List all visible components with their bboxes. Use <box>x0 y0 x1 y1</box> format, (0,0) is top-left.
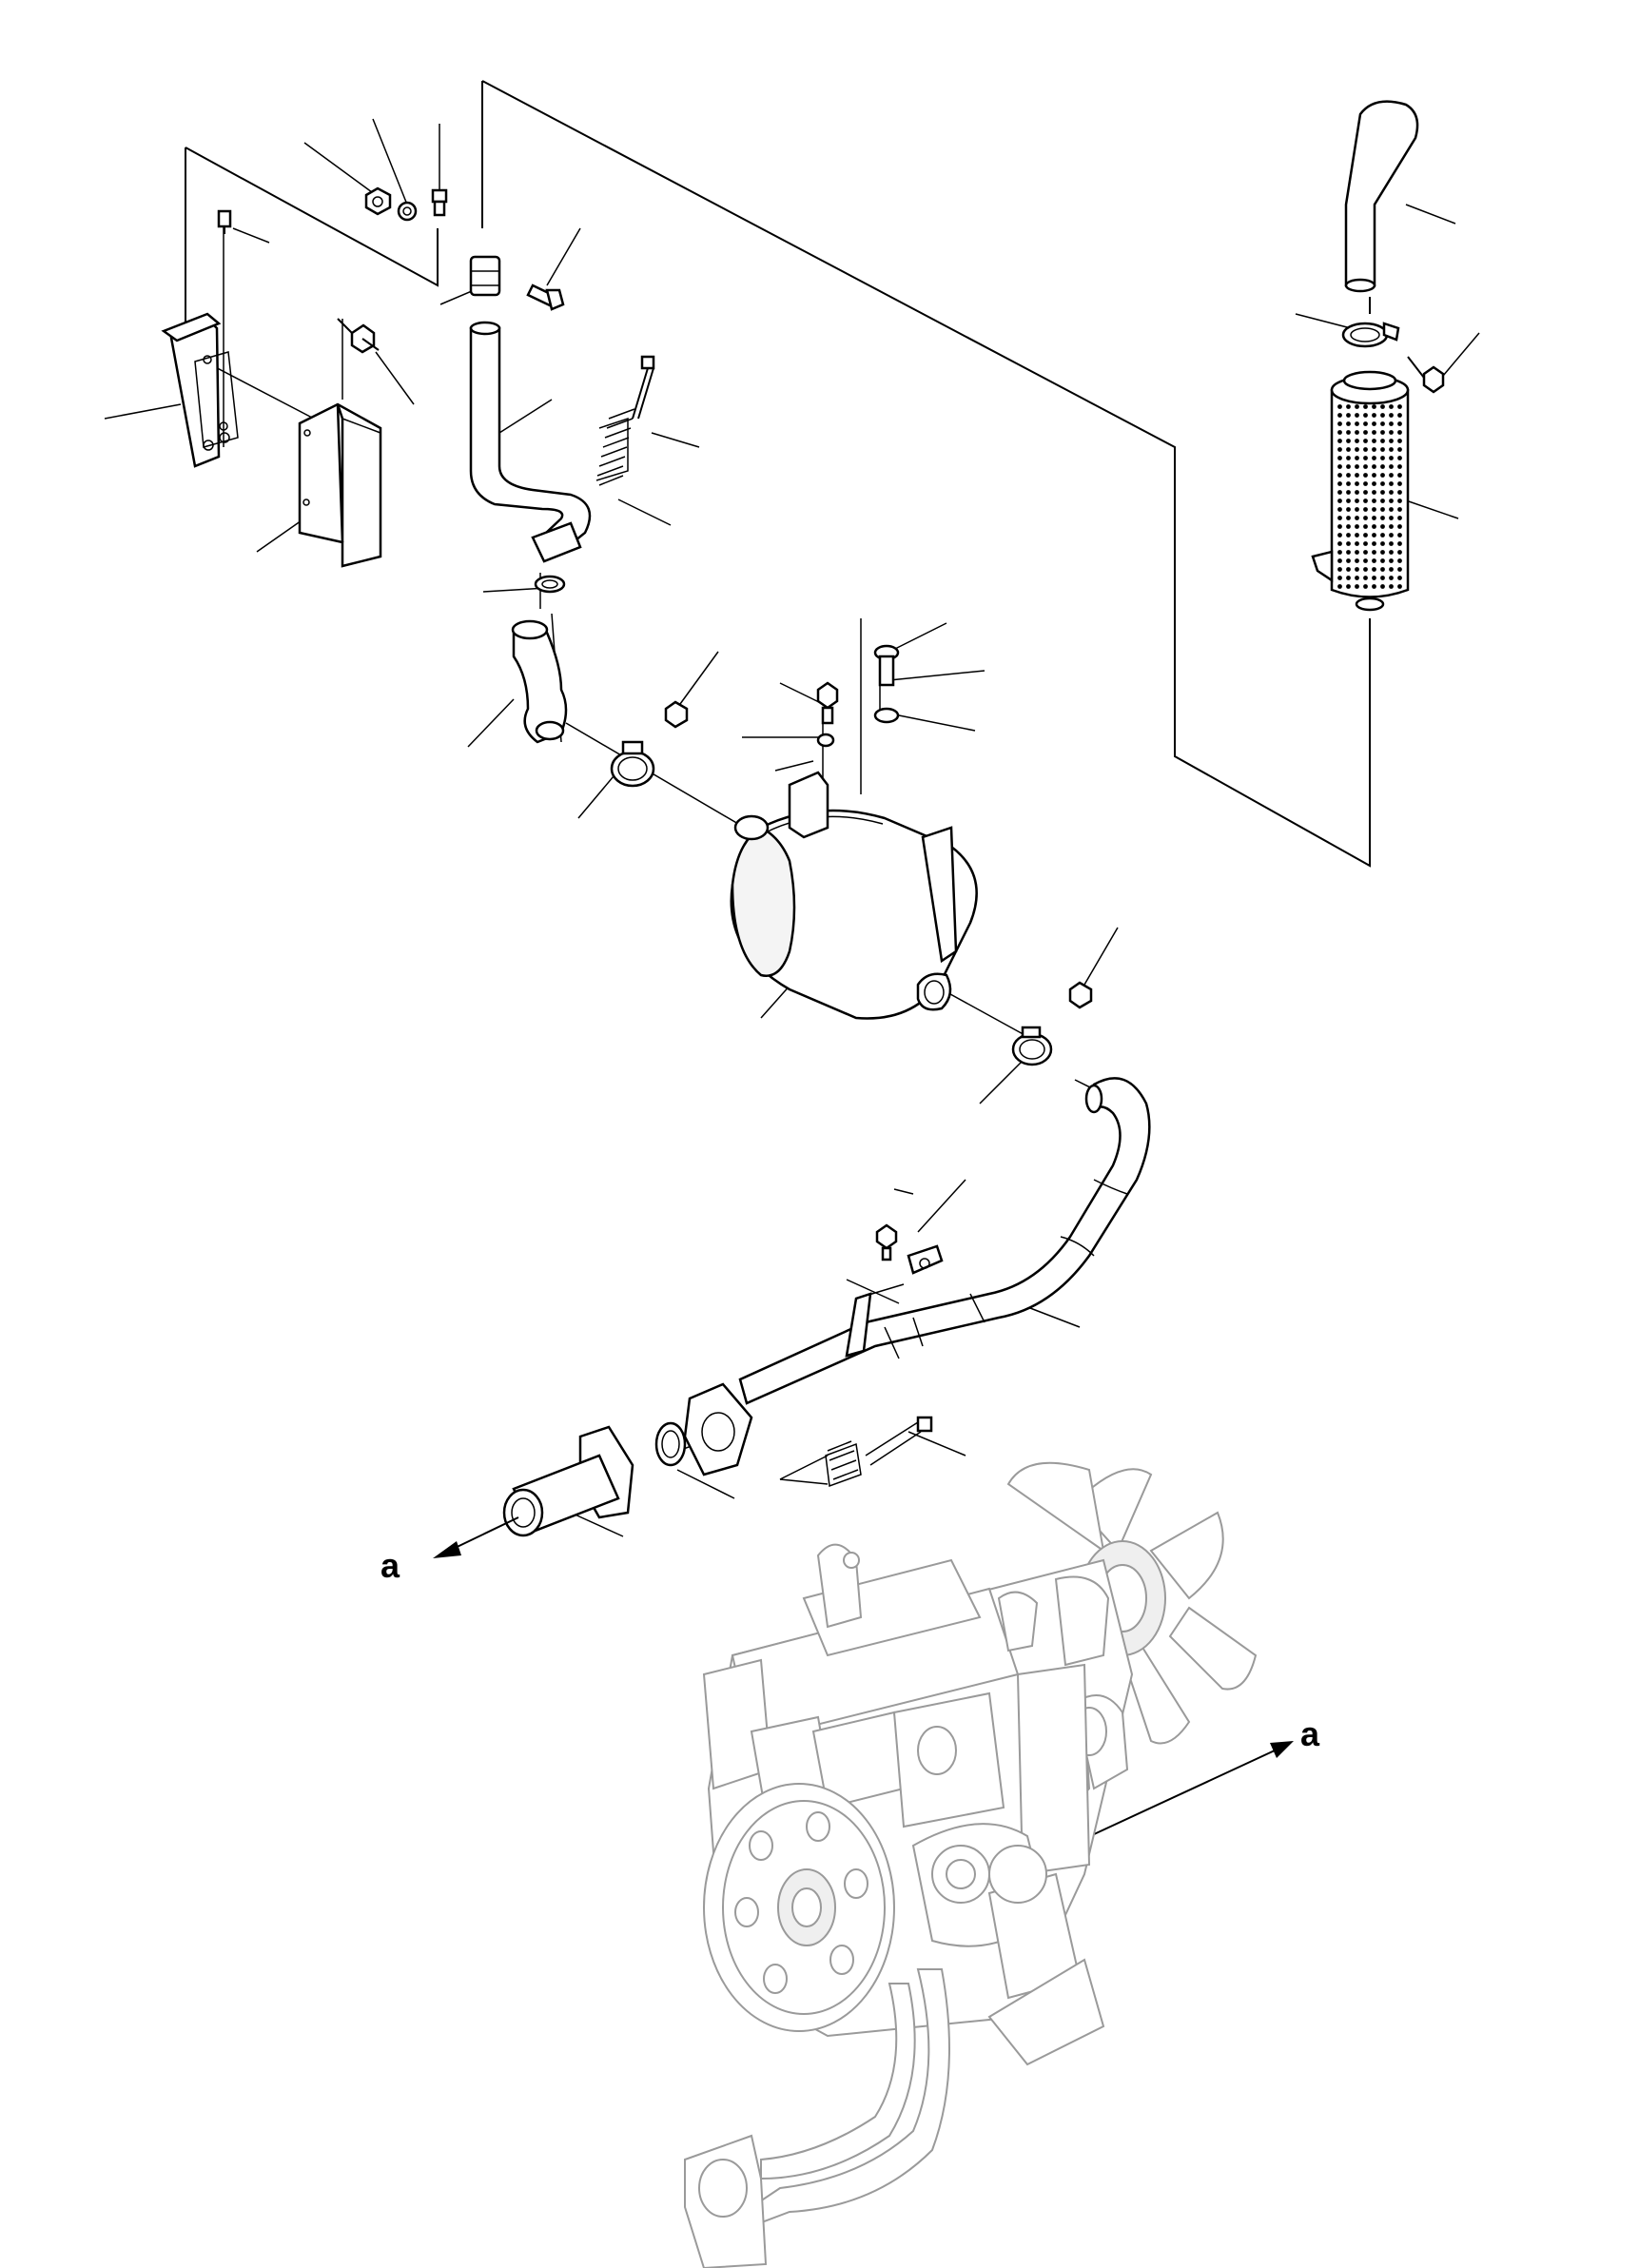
stack-pipe <box>1344 100 1419 293</box>
rubber-bushing <box>873 644 900 724</box>
bracket-bolt <box>217 209 232 234</box>
pipe-clamp-top <box>469 255 501 297</box>
gasket-ring-upper <box>534 575 566 594</box>
mount-washer <box>816 733 835 748</box>
exhaust-clamp <box>610 740 655 788</box>
direction-arrow-right <box>1079 1741 1294 1842</box>
compression-spring <box>595 408 635 486</box>
gasket-ring-lower <box>654 1421 687 1467</box>
muffler-bracket <box>161 312 239 468</box>
lower-spring <box>825 1440 862 1488</box>
exhaust-adaptor-pipe <box>502 1425 634 1537</box>
coolant-hoses <box>684 1968 950 2268</box>
lower-spring-bolt <box>865 1416 933 1466</box>
assembly-reference-lines <box>185 80 1371 1485</box>
lock-washer <box>397 201 418 222</box>
muffler <box>730 771 978 1020</box>
hex-nut <box>364 186 392 216</box>
direction-arrow-left <box>433 1516 519 1558</box>
front-exhaust-pipe <box>738 1077 1151 1405</box>
lower-exhaust-clamp <box>1011 1026 1053 1066</box>
shield-bolt <box>337 318 380 354</box>
marker-a-right: a <box>1300 1714 1320 1753</box>
hanger-bolt <box>875 1223 898 1261</box>
stack-pipe-clamp <box>1341 322 1400 348</box>
tail-pipe-flange <box>531 521 582 563</box>
clamp-nut <box>664 700 689 729</box>
spring-bolt <box>632 355 655 420</box>
mount-bolt <box>816 681 839 725</box>
heat-shield-plate <box>298 402 382 568</box>
tail-pipe <box>469 321 592 554</box>
engine-illustration <box>684 1461 1258 2268</box>
stack-clamp-bolt <box>1407 356 1445 394</box>
callout-leader-lines <box>104 118 1480 1537</box>
elbow-pipe <box>511 619 568 744</box>
clamp-bolt <box>526 284 565 311</box>
flywheel <box>703 1783 895 2032</box>
screen-perforation-pattern <box>1334 404 1406 590</box>
lower-clamp-nut <box>1068 981 1093 1009</box>
flange-bolt <box>431 188 448 217</box>
pipe-hanger-bracket <box>907 1244 944 1275</box>
pipe-support-rod <box>845 1283 905 1358</box>
marker-a-left: a <box>380 1546 400 1585</box>
lower-pipe-flange <box>683 1382 753 1476</box>
